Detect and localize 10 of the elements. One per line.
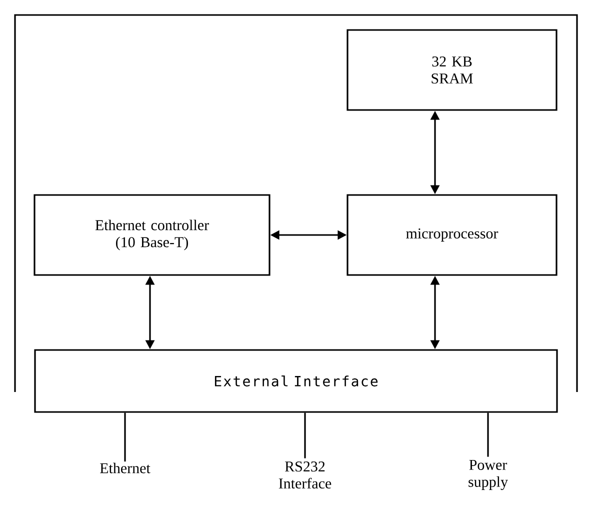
block-box: Ethernet controller (10 Base-T) xyxy=(34,194,270,276)
port-label: Ethernet xyxy=(100,462,150,474)
connector-line xyxy=(124,412,126,462)
interface-box: External Interface xyxy=(34,349,558,413)
block-box: microprocessor xyxy=(346,194,558,276)
connector-line xyxy=(304,412,306,458)
port-label: Power supply xyxy=(468,460,508,490)
block-box: 32 KB SRAM xyxy=(346,29,558,111)
connector-line xyxy=(487,412,489,457)
port-label: RS232 Interface xyxy=(278,461,332,489)
